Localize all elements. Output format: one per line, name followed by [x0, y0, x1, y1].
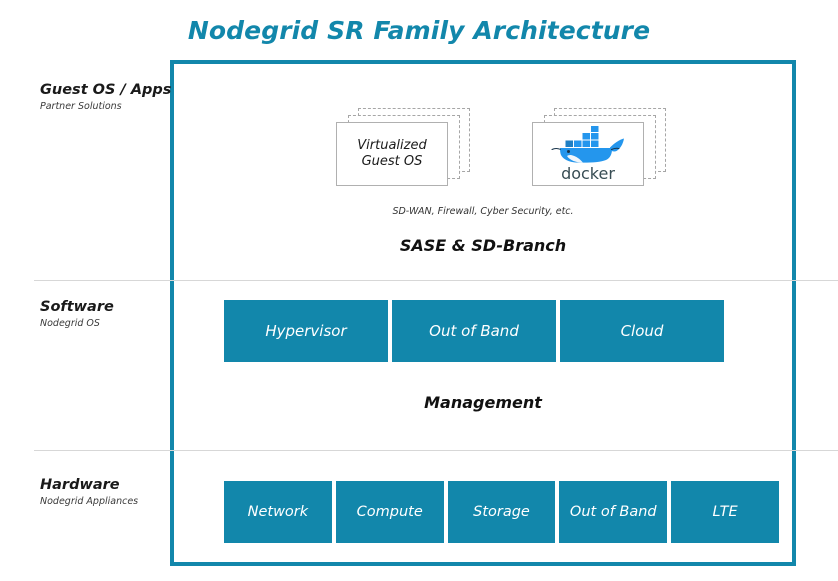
row-label-software: Software Nodegrid OS [40, 299, 170, 330]
docker-stack: docker [532, 108, 666, 186]
row-label-guest-os: Guest OS / Apps Partner Solutions [40, 82, 172, 113]
docker-card: docker [532, 122, 644, 186]
guest-os-caption: SD-WAN, Firewall, Cyber Security, etc. [392, 206, 574, 217]
row-label-title: Hardware [40, 477, 120, 493]
virtualized-guest-os-stack: Virtualized Guest OS [336, 108, 470, 186]
hardware-box-storage[interactable]: Storage [447, 481, 556, 543]
row-divider-software [34, 280, 838, 281]
virtualized-guest-os-label: Virtualized Guest OS [357, 138, 426, 171]
software-box-row: Hypervisor Out of Band Cloud [224, 300, 724, 362]
docker-icon: docker [551, 126, 624, 182]
software-box-cloud[interactable]: Cloud [560, 300, 724, 362]
hardware-box-compute[interactable]: Compute [335, 481, 444, 543]
card-line-2: Guest OS [361, 154, 423, 169]
sase-sd-branch-banner: SASE & SD-Branch [399, 236, 567, 255]
row-divider-hardware [34, 450, 838, 451]
card-line-1: Virtualized [357, 137, 427, 153]
row-label-subtitle: Nodegrid OS [40, 317, 100, 329]
software-box-out-of-band[interactable]: Out of Band [392, 300, 556, 362]
hardware-box-network[interactable]: Network [224, 481, 332, 543]
virtualized-guest-os-card: Virtualized Guest OS [336, 122, 448, 186]
row-label-subtitle: Nodegrid Appliances [40, 495, 139, 507]
hardware-box-row: Network Compute Storage Out of Band LTE [224, 481, 779, 543]
row-label-hardware: Hardware Nodegrid Appliances [40, 477, 170, 508]
docker-wordmark: docker [561, 164, 615, 182]
page-title: Nodegrid SR Family Architecture [187, 16, 651, 45]
row-label-title: Guest OS / Apps [40, 82, 172, 98]
management-banner: Management [424, 393, 542, 412]
row-label-title: Software [40, 299, 114, 315]
hardware-box-lte[interactable]: LTE [671, 481, 779, 543]
row-label-subtitle: Partner Solutions [40, 100, 122, 112]
architecture-frame [170, 60, 796, 566]
software-box-hypervisor[interactable]: Hypervisor [224, 300, 388, 362]
guest-os-section: Virtualized Guest OS [174, 64, 792, 280]
hardware-box-out-of-band[interactable]: Out of Band [559, 481, 668, 543]
